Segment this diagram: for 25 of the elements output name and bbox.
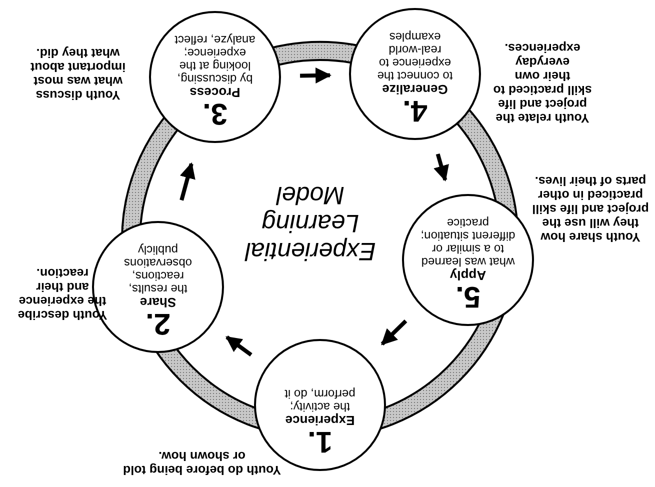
arrow <box>380 320 408 346</box>
step-name: Process <box>190 85 240 99</box>
side-note: Youth discuss what was most important about what they did. <box>29 46 127 102</box>
step-description: the activity; perform, do it <box>284 387 356 413</box>
step-number: 5. <box>455 282 481 310</box>
step-number: 4. <box>402 96 428 124</box>
arrow <box>226 336 252 356</box>
step-number: 2. <box>145 309 171 337</box>
arrow <box>434 153 449 182</box>
side-note: Youth do before being told or shown how. <box>122 449 282 477</box>
step-number: 1. <box>307 427 333 455</box>
step-name: Apply <box>450 268 486 282</box>
arrow <box>180 162 196 201</box>
step-description: what was learned to a similar or different situation; practice <box>420 216 516 268</box>
step-description: by discussing, looking at the experience; analyze, reflect <box>174 33 256 85</box>
step-number: 3. <box>202 99 228 127</box>
diagram-title: Experiential Learning Model <box>244 181 377 265</box>
step-name: Experience <box>285 413 355 427</box>
step-name: Generalize <box>382 82 448 96</box>
side-note: Youth relate the project and life skill practiced to their own everyday experiences. <box>492 41 593 125</box>
step-description: the results, reactions, observations publicly <box>122 243 194 295</box>
step-name: Share <box>140 295 176 309</box>
step-description: to connect the experience to real-world examples <box>376 30 454 82</box>
side-note: Youth share how they will use the project and life skill practiced in other parts of their lives. <box>531 174 650 244</box>
arrow <box>300 68 332 84</box>
